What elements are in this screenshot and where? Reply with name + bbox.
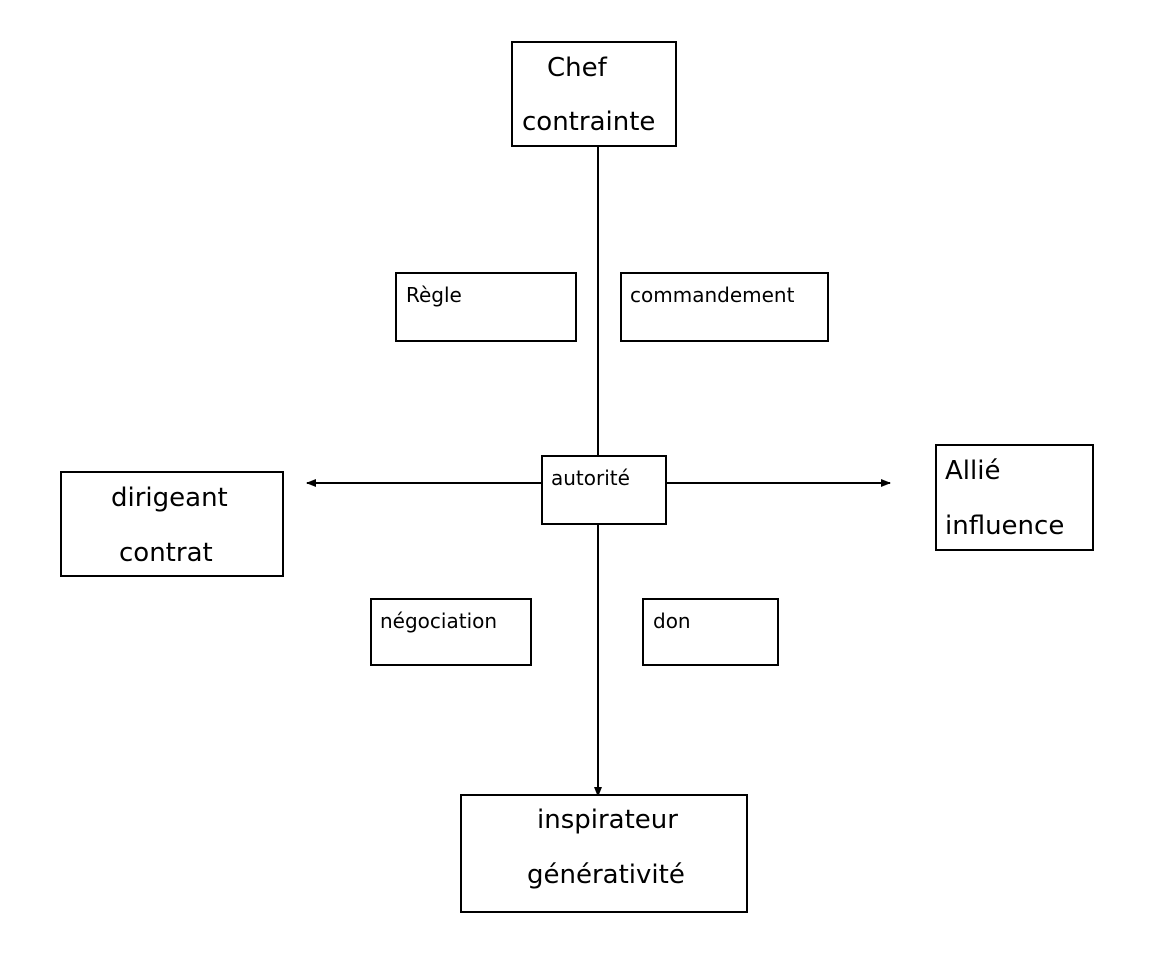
left-node-box: dirigeant contrat — [60, 471, 284, 577]
top-node-subtitle: contrainte — [522, 107, 656, 137]
quadrant-upper-right-box: commandement — [620, 272, 829, 342]
quadrant-lower-left-box: négociation — [370, 598, 532, 666]
center-node-label: autorité — [551, 466, 630, 490]
top-node-box: Chef contrainte — [511, 41, 677, 147]
top-node-title: Chef — [547, 53, 607, 83]
quadrant-lower-left-label: négociation — [380, 609, 498, 633]
left-node-subtitle: contrat — [119, 538, 213, 568]
bottom-node-title: inspirateur — [537, 805, 678, 835]
center-node-box: autorité — [541, 455, 667, 525]
quadrant-lower-right-box: don — [642, 598, 779, 666]
right-node-box: Allié influence — [935, 444, 1094, 551]
left-node-title: dirigeant — [111, 483, 228, 513]
right-node-title: Allié — [945, 456, 1001, 486]
quadrant-upper-right-label: commandement — [630, 283, 795, 307]
bottom-node-subtitle: générativité — [527, 860, 685, 890]
quadrant-upper-left-label: Règle — [406, 283, 462, 307]
quadrant-upper-left-box: Règle — [395, 272, 577, 342]
right-node-subtitle: influence — [945, 511, 1065, 541]
bottom-node-box: inspirateur générativité — [460, 794, 748, 913]
quadrant-lower-right-label: don — [653, 609, 691, 633]
